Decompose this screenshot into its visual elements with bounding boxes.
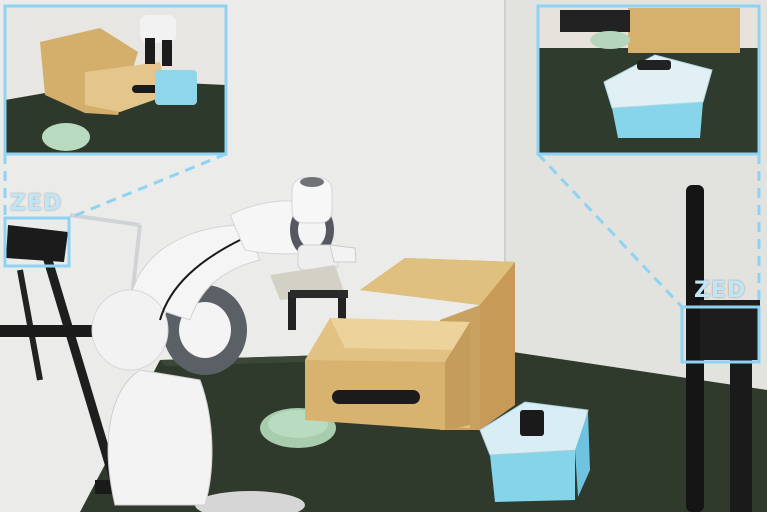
- zed-label-left: ZED: [10, 191, 63, 216]
- wooden-cabinet: [305, 258, 515, 430]
- inset-left: [5, 6, 226, 154]
- robot-arm: [91, 177, 357, 512]
- table-surface: [80, 350, 767, 512]
- drawer-handle: [332, 390, 420, 404]
- connector-left: [68, 152, 227, 220]
- inset-right: [538, 6, 759, 154]
- right-camera-stand: [686, 185, 760, 512]
- zed-camera-left: [6, 225, 68, 262]
- zed-label-right: ZED: [694, 278, 747, 303]
- connector-right: [536, 152, 684, 309]
- zed-right-highlight: [680, 305, 761, 364]
- zed-left-highlight: [3, 216, 71, 268]
- blue-storage-box: [479, 401, 590, 502]
